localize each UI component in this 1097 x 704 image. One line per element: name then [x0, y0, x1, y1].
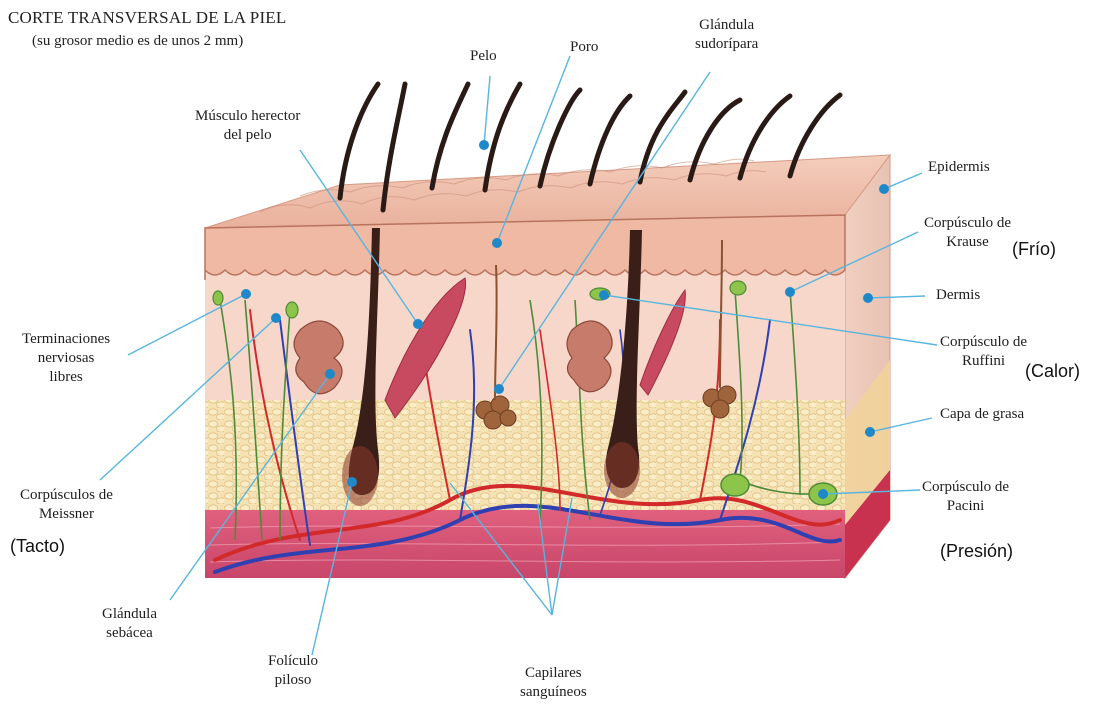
label-musculo-erector: Músculo herector del pelo	[195, 107, 300, 145]
label-capa-grasa: Capa de grasa	[940, 405, 1024, 424]
label-pacini-note: (Presión)	[940, 542, 1013, 561]
label-terminaciones: Terminaciones nerviosas libres	[22, 330, 110, 387]
meissner-corpuscle	[286, 302, 298, 318]
label-foliculo: Folículo piloso	[268, 652, 318, 690]
label-corpusculo-ruffini: Corpúsculo de Ruffini	[940, 333, 1027, 371]
free-nerve-ending	[213, 291, 223, 305]
label-krause-note: (Frío)	[1012, 240, 1056, 259]
label-corpusculo-pacini: Corpúsculo de Pacini	[922, 478, 1009, 516]
label-pelo: Pelo	[470, 47, 497, 66]
diagram-subtitle: (su grosor medio es de unos 2 mm)	[32, 33, 243, 50]
label-corpusculos-meissner: Corpúsculos de Meissner	[20, 486, 113, 524]
pacini-corpuscle	[721, 474, 749, 496]
label-poro: Poro	[570, 38, 598, 57]
label-corpusculo-krause: Corpúsculo de Krause	[924, 214, 1011, 252]
label-dermis: Dermis	[936, 286, 980, 305]
label-epidermis: Epidermis	[928, 158, 990, 177]
label-glandula-sebacea: Glándula sebácea	[102, 605, 157, 643]
fat-layer	[205, 400, 845, 512]
diagram-title: CORTE TRANSVERSAL DE LA PIEL	[8, 8, 286, 28]
label-capilares: Capilares sanguíneos	[520, 664, 587, 702]
label-meissner-note: (Tacto)	[10, 537, 65, 556]
label-glandula-sudoripara: Glándula sudorípara	[695, 16, 758, 54]
label-ruffini-note: (Calor)	[1025, 362, 1080, 381]
krause-corpuscle	[730, 281, 746, 295]
